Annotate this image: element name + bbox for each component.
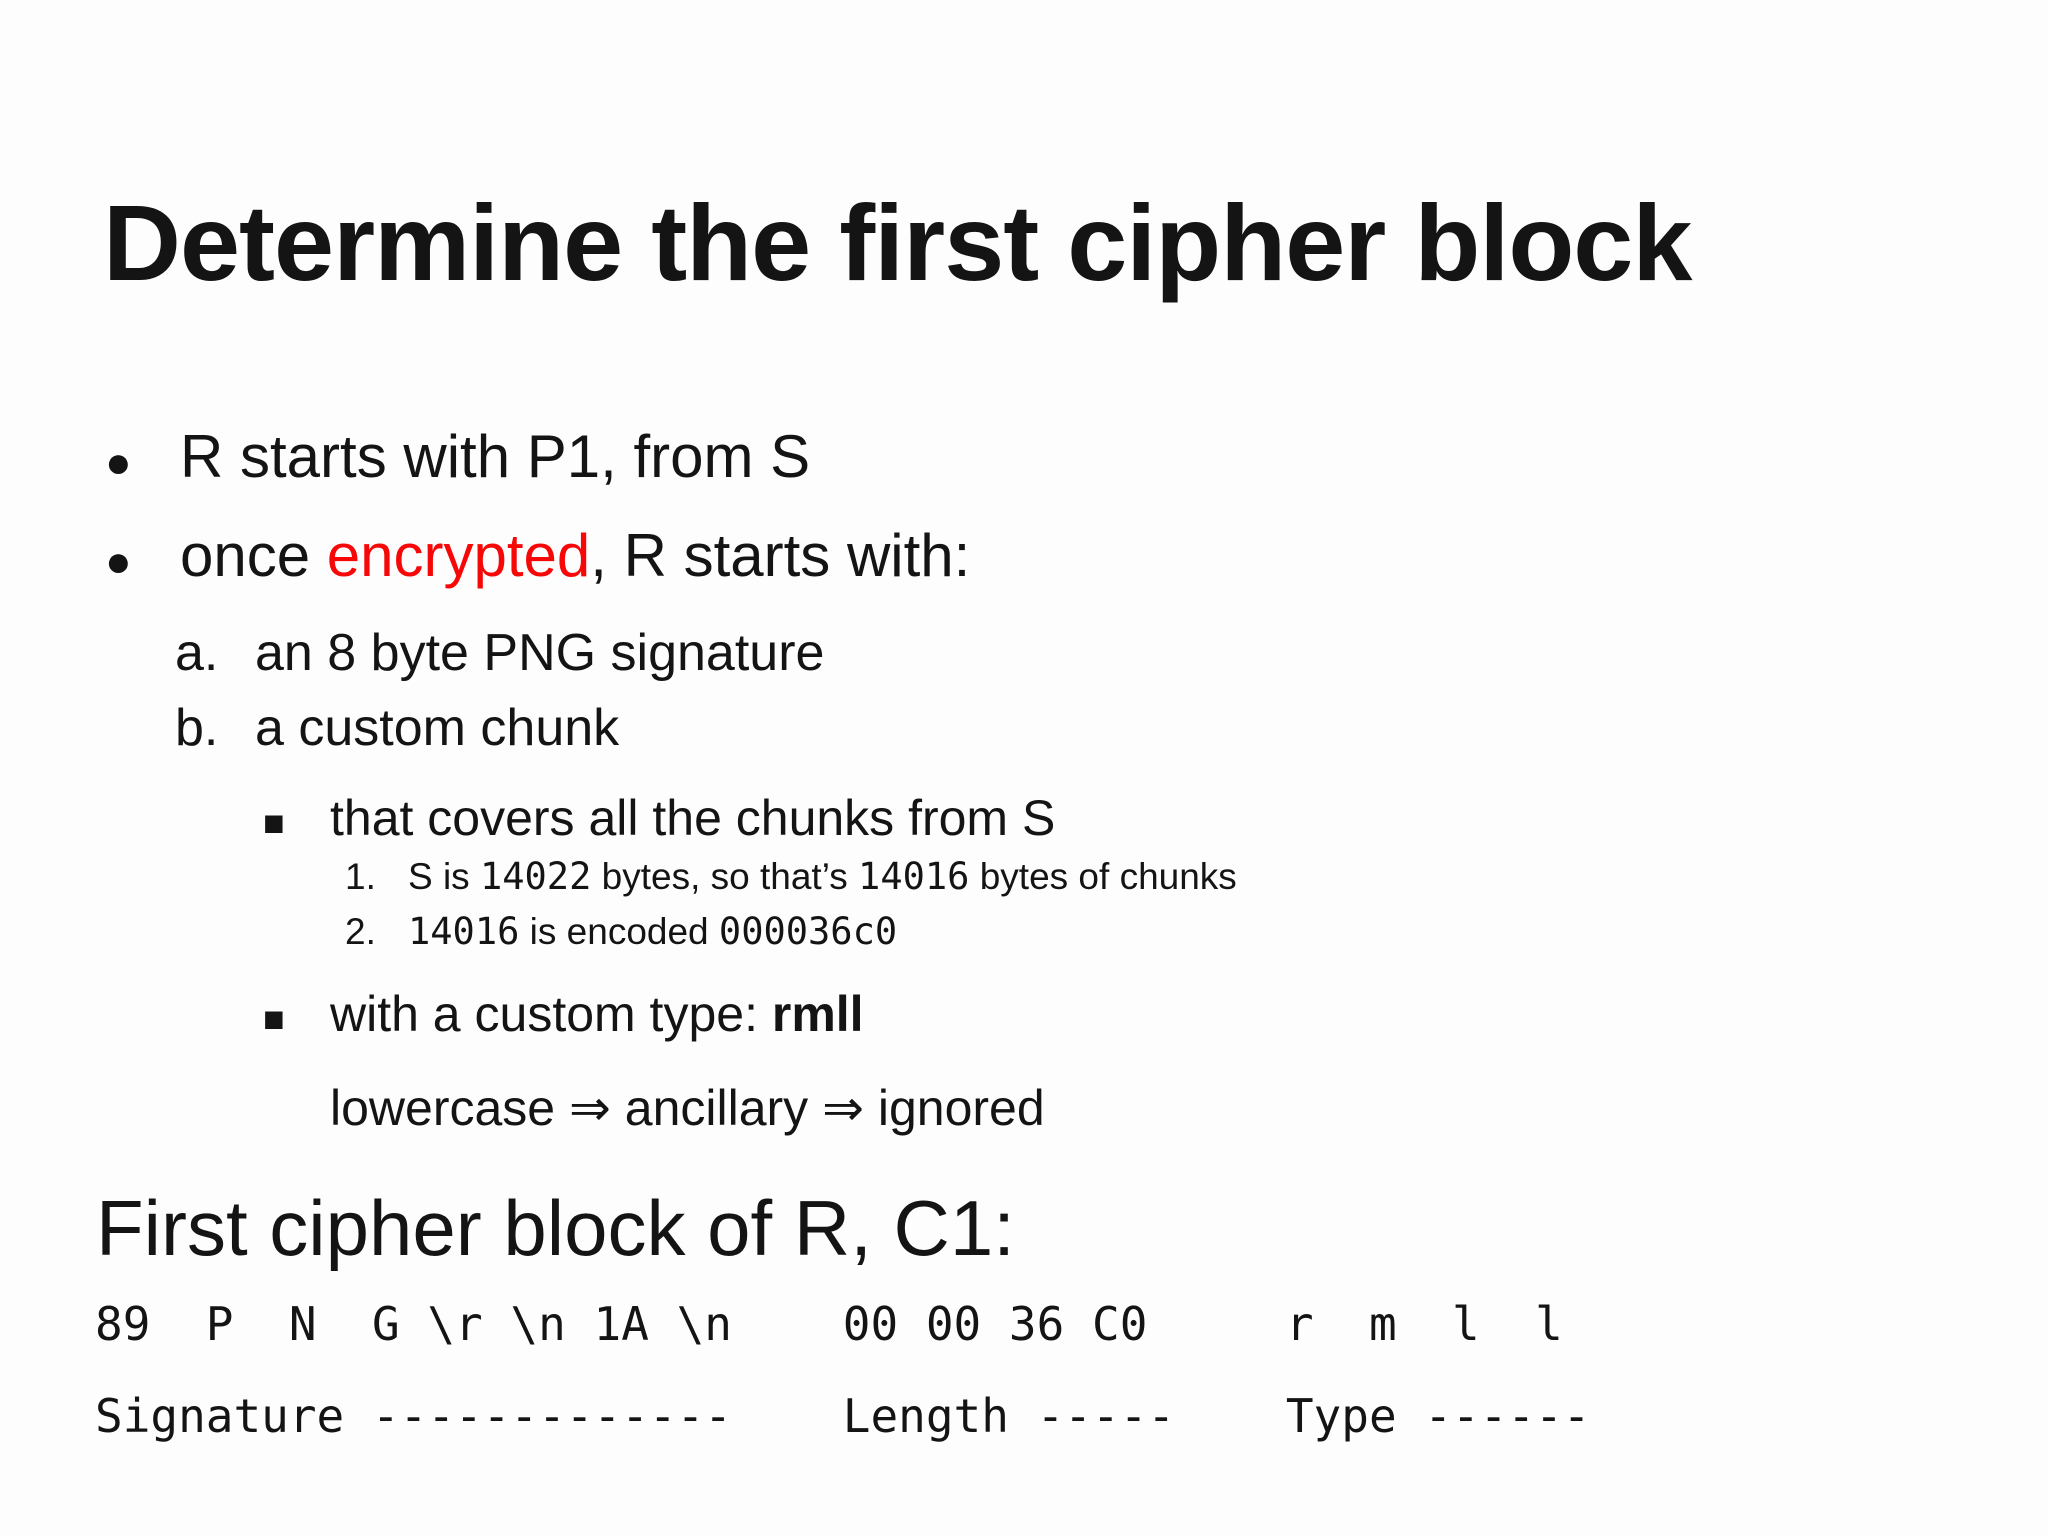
sub-item-a: a. an 8 byte PNG signature (175, 626, 824, 681)
bullet-item-2-pre: once (180, 522, 327, 589)
cipher-block-label-line: Signature ------------- Length ----- Typ… (95, 1389, 1591, 1443)
sub-item-b-text: a custom chunk (255, 699, 620, 757)
square-bullet-icon: ■ (263, 998, 285, 1039)
square-bullet-icon: ■ (263, 802, 285, 843)
bullet-item-2: ● once encrypted, R starts with: (105, 524, 970, 587)
lowercase-note: lowercase ⇒ ancillary ⇒ ignored (330, 1080, 1045, 1136)
numbered-item-1: 1. S is 14022 bytes, so that’s 14016 byte… (345, 855, 1237, 898)
byte-count-total: 14022 (479, 855, 592, 898)
sub-item-b-marker: b. (175, 699, 219, 757)
square-item-2: ■ with a custom type: rmll (263, 988, 864, 1041)
cipher-block-hex-line: 89 P N G \r \n 1A \n 00 00 36 C0 r m l l (95, 1297, 1563, 1351)
custom-chunk-type: rmll (771, 986, 864, 1042)
sub-item-a-text: an 8 byte PNG signature (255, 624, 825, 682)
numbered-item-1-seg2: bytes, so that’s (591, 856, 859, 897)
first-cipher-block-heading: First cipher block of R, C1: (96, 1184, 1015, 1272)
bullet-item-1: ● R starts with P1, from S (105, 425, 810, 488)
square-item-1: ■ that covers all the chunks from S (263, 792, 1055, 845)
encoded-length-hex: 000036c0 (718, 910, 898, 953)
bullet-dot-icon: ● (105, 537, 132, 586)
sub-item-a-marker: a. (175, 624, 219, 682)
bullet-item-2-post: , R starts with: (590, 522, 971, 589)
square-item-1-text: that covers all the chunks from S (330, 790, 1056, 846)
bullet-dot-icon: ● (105, 438, 132, 487)
highlight-encrypted: encrypted (326, 522, 591, 589)
sub-item-b: b. a custom chunk (175, 701, 619, 756)
numbered-item-2-marker: 2. (345, 911, 376, 952)
byte-count-chunks: 14016 (408, 910, 520, 953)
bullet-item-1-text: R starts with P1, from S (180, 423, 811, 490)
slide-title: Determine the first cipher block (103, 182, 1692, 303)
numbered-item-2: 2. 14016 is encoded 000036c0 (345, 910, 898, 953)
numbered-item-1-marker: 1. (345, 856, 376, 897)
numbered-item-2-seg1: is encoded (519, 911, 719, 952)
byte-count-chunks: 14016 (858, 855, 970, 898)
numbered-item-1-seg3: bytes of chunks (969, 856, 1237, 897)
numbered-item-1-seg1: S is (408, 856, 480, 897)
square-item-2-pre: with a custom type: (330, 986, 772, 1042)
